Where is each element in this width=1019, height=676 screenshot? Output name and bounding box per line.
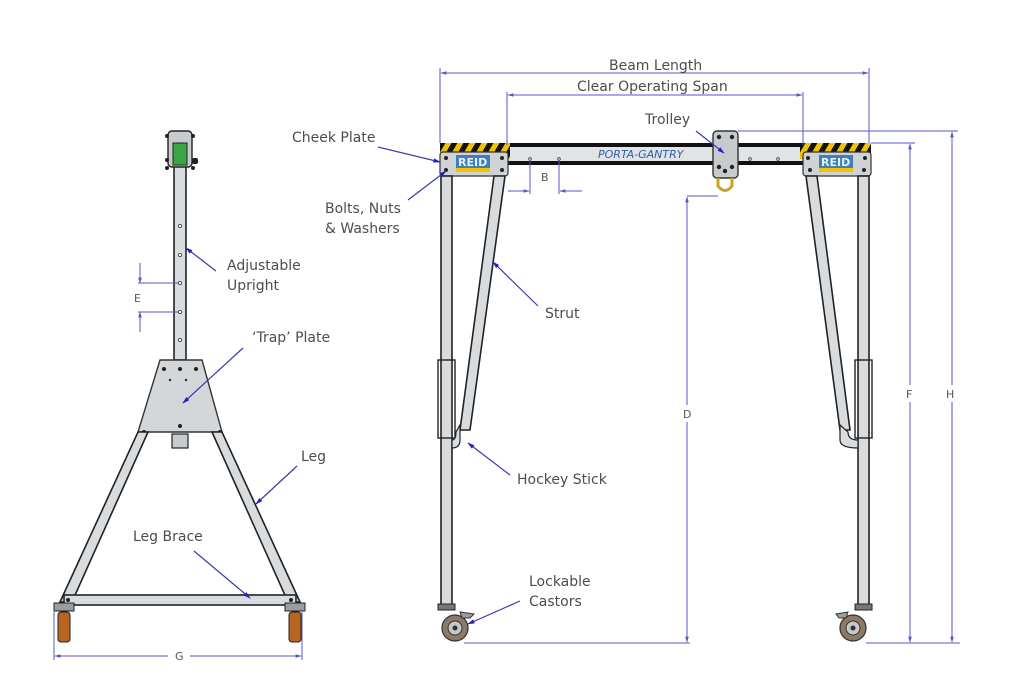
label-leg: Leg (301, 449, 326, 465)
leg-brace (63, 594, 297, 606)
leader-trolley (695, 130, 725, 154)
front-upright-left (440, 175, 453, 607)
shackle (716, 178, 734, 192)
upright-sleeve-left (437, 359, 456, 439)
dimension-beam-length: Beam Length (439, 58, 870, 143)
upright-sleeve-right (854, 359, 873, 439)
leader-bolts (407, 170, 447, 201)
dimension-e: E (134, 263, 178, 332)
beam-logo: PORTA-GANTRY (598, 148, 685, 161)
leader-leg (255, 465, 298, 505)
reid-logo-right: REID (821, 156, 850, 169)
leader-strut (492, 261, 539, 307)
trolley (712, 130, 739, 192)
dimension-beam-length-label: Beam Length (609, 58, 702, 74)
leg-right (210, 431, 302, 603)
dimension-f: F (866, 142, 960, 644)
dimension-d-label: D (683, 408, 691, 421)
upright-holes (177, 223, 182, 342)
label-adjustable: Adjustable (227, 258, 301, 274)
hockey-stick-left (451, 422, 461, 449)
strut-left (459, 175, 506, 431)
dimension-h-label: H (946, 388, 954, 401)
upright-head (165, 130, 198, 170)
strut-right (805, 175, 851, 431)
adjustable-upright (173, 164, 187, 361)
side-castor-left (53, 602, 75, 643)
upright-socket (171, 433, 189, 449)
front-view: PORTA-GANTRY REID REID (292, 58, 960, 644)
reid-logo-left: REID (458, 156, 487, 169)
label-bolts-line2: & Washers (325, 221, 400, 237)
label-upright: Upright (227, 278, 280, 294)
leader-hockey-stick (467, 442, 511, 476)
adjuster-block (172, 142, 188, 166)
leader-leg-brace (193, 550, 251, 599)
dimension-b: B (508, 161, 582, 194)
dimension-clear-span: Clear Operating Span (506, 79, 804, 145)
label-strut: Strut (545, 306, 580, 322)
knob-icon (192, 158, 198, 164)
label-bolts-line1: Bolts, Nuts (325, 201, 401, 217)
dimension-clear-span-label: Clear Operating Span (577, 79, 728, 95)
label-trolley: Trolley (644, 112, 690, 128)
label-lockable: Lockable (529, 574, 591, 590)
cheek-plate-right: REID (802, 151, 872, 177)
label-castors: Castors (529, 594, 582, 610)
front-upright-right (857, 175, 870, 607)
leader-trap-plate (182, 347, 244, 404)
dimension-d: D (464, 195, 718, 644)
front-castor-left (437, 603, 476, 642)
dimension-h: H (738, 130, 958, 643)
leader-castors (467, 600, 521, 625)
side-view: E G Adjustable Upright ‘Trap’ Plate Leg … (53, 130, 330, 663)
hockey-stick-right (839, 423, 859, 449)
label-trap-plate: ‘Trap’ Plate (252, 330, 330, 346)
label-leg-brace: Leg Brace (133, 529, 203, 545)
label-cheek-plate: Cheek Plate (292, 130, 375, 146)
dimension-f-label: F (906, 388, 912, 401)
leg-left (58, 431, 150, 603)
dimension-b-label: B (541, 171, 549, 184)
leader-cheek-plate (377, 146, 441, 163)
side-castor-right (284, 602, 306, 643)
leader-upright (185, 247, 217, 272)
dimension-g: G (53, 612, 303, 663)
dimension-g-label: G (175, 650, 184, 663)
front-castor-right (835, 603, 873, 642)
label-hockey-stick: Hockey Stick (517, 472, 608, 488)
dimension-e-label: E (134, 292, 141, 305)
cheek-plate-left: REID (439, 151, 509, 177)
